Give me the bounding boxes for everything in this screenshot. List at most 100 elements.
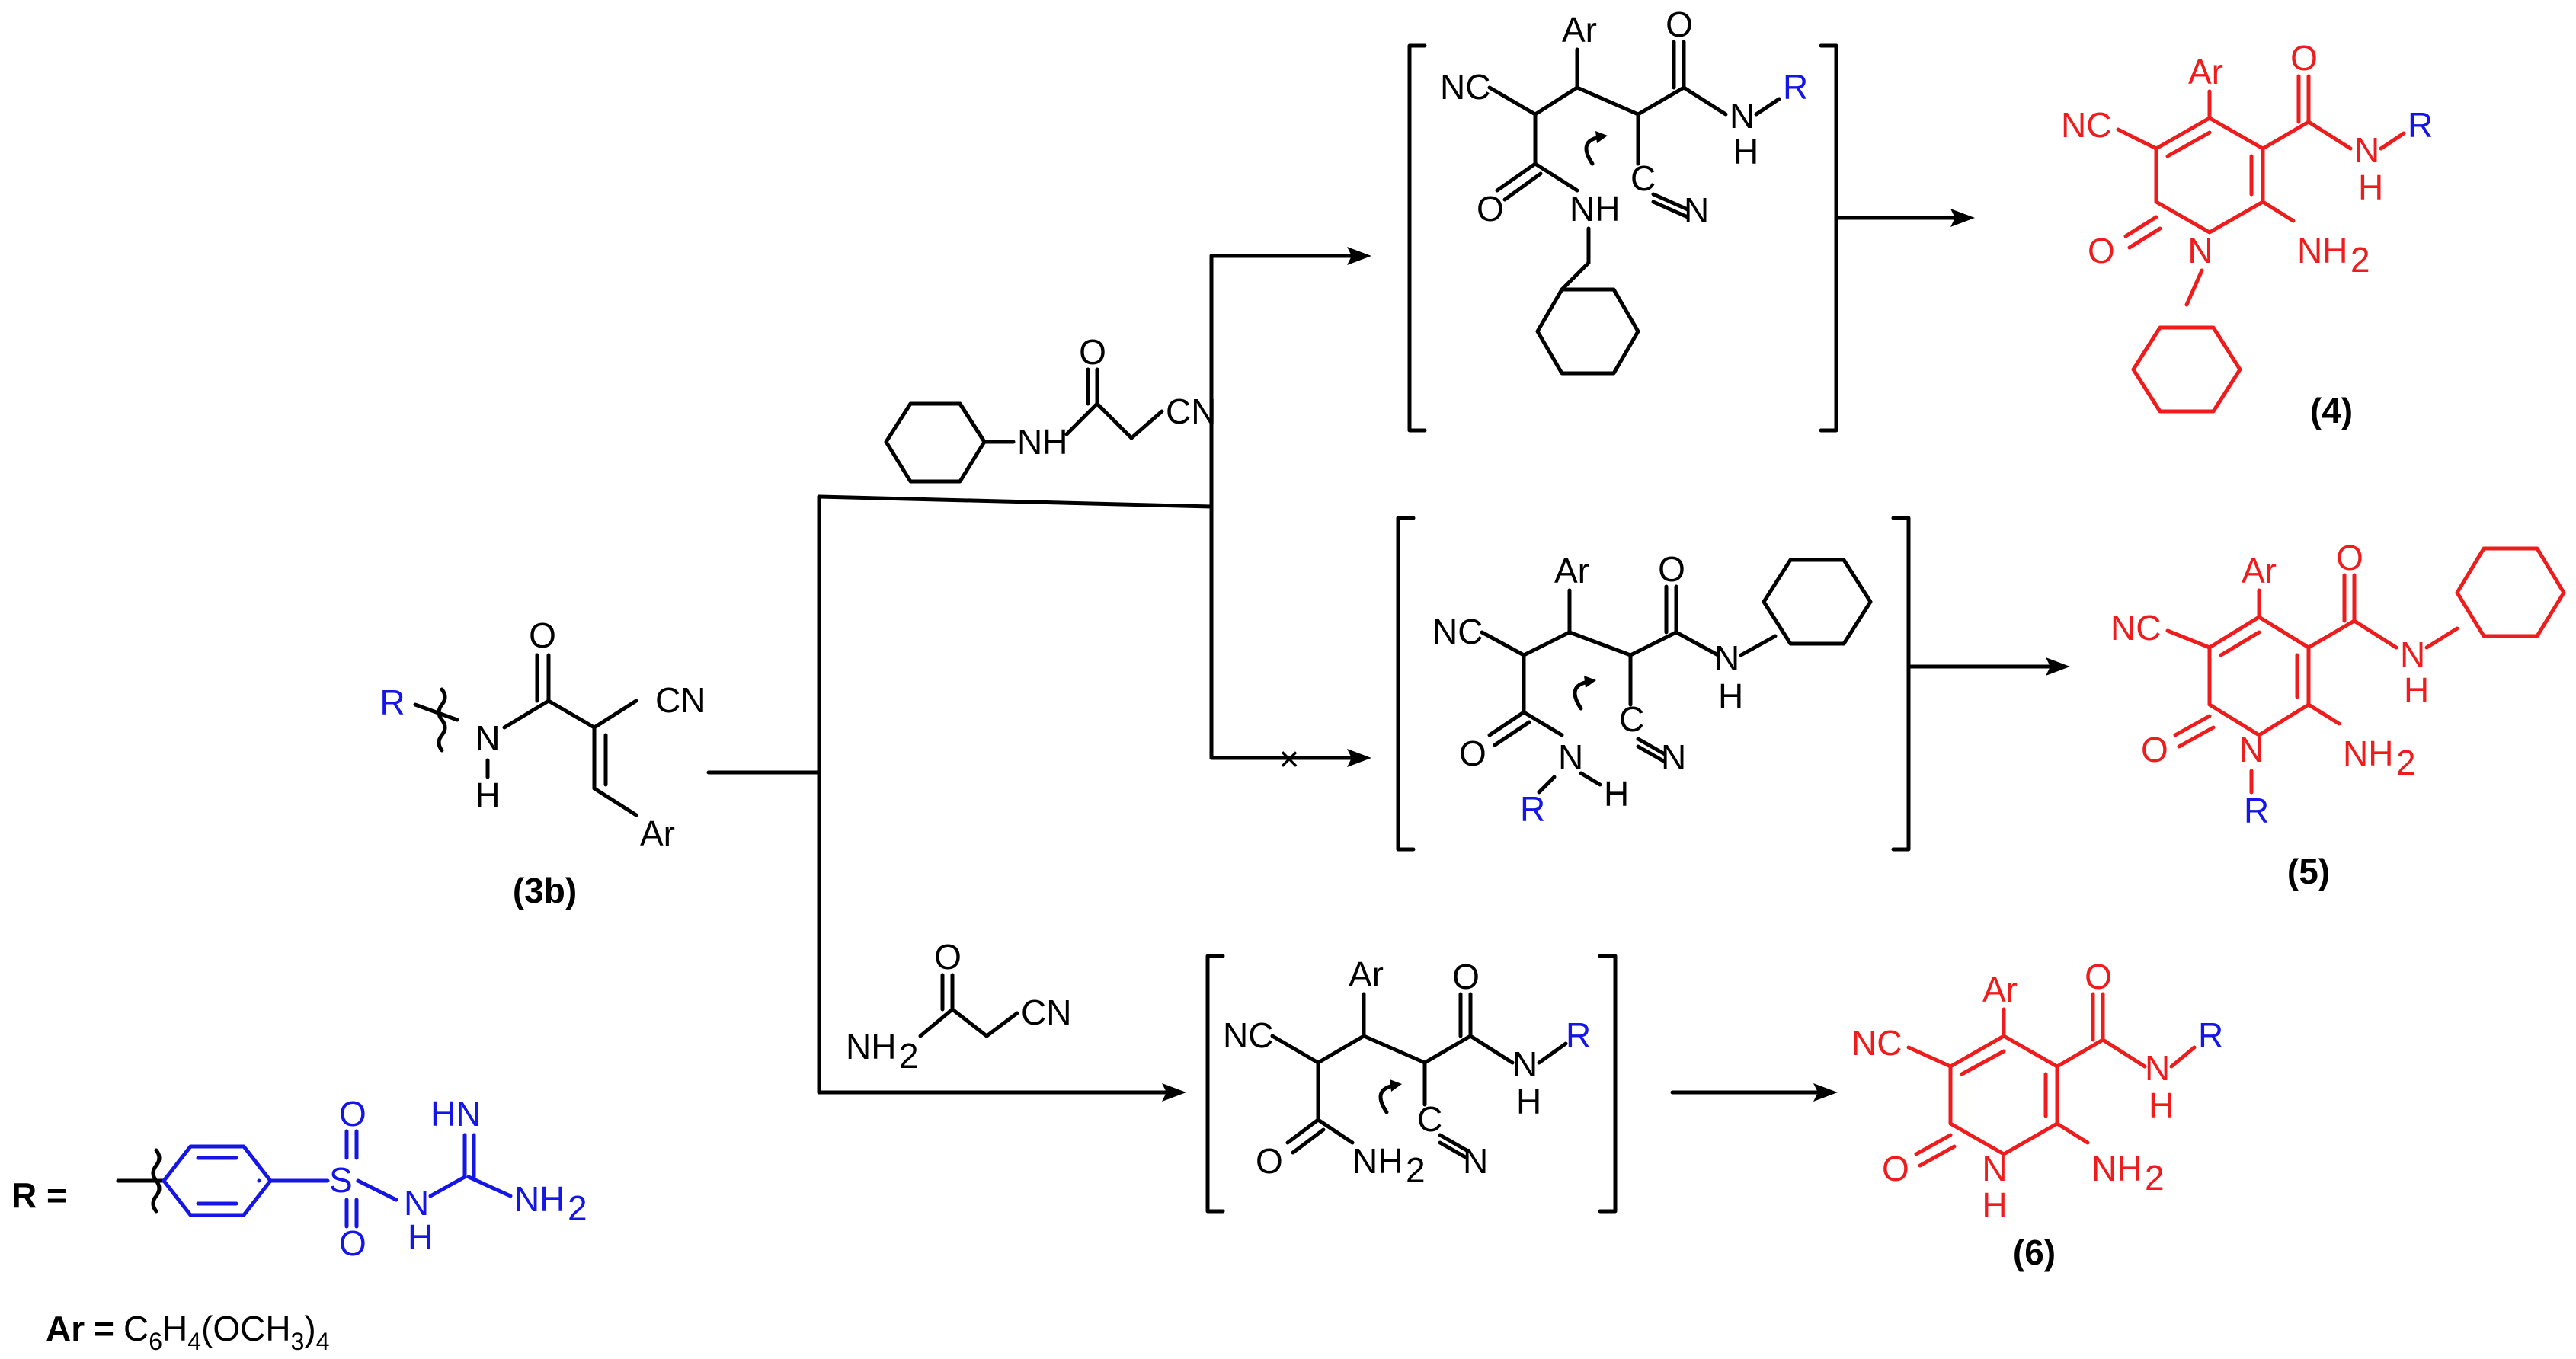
svg-text:Ar: Ar — [2188, 52, 2223, 91]
svg-text:O: O — [1666, 5, 1693, 44]
svg-text:N: N — [2400, 635, 2425, 674]
svg-text:O: O — [1477, 189, 1504, 229]
svg-text:N: N — [1684, 190, 1709, 230]
reagent-cyclohexyl-cyanoacetamide: NH O CN — [884, 332, 1216, 484]
product-6: Ar NC O N H R O N H NH 2 (6) — [1851, 957, 2223, 1272]
svg-text:NH: NH — [1352, 1141, 1403, 1181]
svg-text:N: N — [1558, 737, 1583, 777]
svg-text:NH: NH — [2297, 231, 2347, 270]
svg-text:O: O — [2141, 730, 2168, 769]
svg-text:Ar: Ar — [1982, 970, 2018, 1009]
svg-text:R: R — [2198, 1015, 2223, 1055]
svg-text:H: H — [1982, 1185, 2007, 1225]
svg-text:H: H — [2404, 670, 2429, 710]
svg-text:C: C — [1417, 1099, 1442, 1139]
svg-text:NC: NC — [1223, 1015, 1273, 1055]
svg-text:O: O — [2336, 538, 2363, 577]
svg-text:NH: NH — [2091, 1149, 2142, 1188]
svg-text:N: N — [1714, 638, 1739, 678]
intermediate-6: NC Ar O N H R C N O NH 2 — [1205, 954, 1618, 1214]
svg-text:O: O — [1882, 1149, 1909, 1188]
svg-text:R: R — [2408, 105, 2433, 145]
svg-text:N: N — [404, 1183, 429, 1223]
reagent-cyanoacetamide: NH 2 O CN — [846, 937, 1071, 1076]
svg-text:2: 2 — [2145, 1158, 2165, 1198]
svg-text:2: 2 — [2396, 743, 2416, 782]
svg-text:N: N — [1512, 1044, 1538, 1084]
svg-text:2: 2 — [1406, 1150, 1426, 1190]
svg-text:H: H — [1604, 774, 1629, 814]
r-group-definition: R = S O O N H HN NH 2 — [11, 1094, 587, 1263]
svg-text:NC: NC — [2061, 105, 2111, 145]
svg-text:CN: CN — [1166, 392, 1216, 431]
svg-text:Ar: Ar — [2242, 551, 2277, 590]
svg-text:N: N — [2354, 130, 2379, 170]
svg-text:O: O — [529, 616, 556, 655]
svg-text:O: O — [934, 937, 962, 977]
svg-text:Ar=C6H4(OCH3)4: Ar=C6H4(OCH3)4 — [46, 1309, 330, 1355]
svg-text:NH: NH — [2343, 734, 2393, 773]
pathway-arrows: × — [706, 209, 2070, 1102]
svg-text:2: 2 — [568, 1188, 587, 1228]
svg-text:R: R — [1783, 67, 1808, 107]
svg-text:Ar: Ar — [1349, 954, 1384, 994]
svg-text:O: O — [1079, 332, 1106, 372]
svg-text:NH: NH — [1570, 189, 1620, 229]
svg-text:R: R — [2244, 791, 2269, 830]
svg-text:2: 2 — [2350, 240, 2370, 280]
product-5: Ar NC O N H O N NH 2 R (5) — [2110, 538, 2566, 891]
svg-text:C: C — [1630, 158, 1656, 198]
svg-text:Ar: Ar — [640, 814, 675, 853]
svg-text:NH: NH — [846, 1027, 896, 1066]
svg-text:R: R — [379, 683, 405, 722]
svg-text:H: H — [2149, 1086, 2174, 1125]
intermediate-4: NC Ar O N H R C N O NH — [1407, 5, 1838, 433]
svg-text:O: O — [1452, 957, 1480, 996]
svg-text:CN: CN — [655, 680, 706, 720]
label-5: (5) — [2287, 852, 2330, 891]
svg-text:N: N — [2145, 1048, 2170, 1088]
svg-text:O: O — [2085, 957, 2112, 996]
svg-text:H: H — [475, 775, 500, 815]
svg-text:H: H — [1733, 132, 1758, 171]
svg-text:N: N — [2238, 730, 2264, 769]
svg-text:O: O — [339, 1223, 366, 1263]
svg-text:R: R — [1520, 789, 1545, 829]
svg-text:NC: NC — [1432, 612, 1483, 651]
svg-text:NH: NH — [514, 1179, 565, 1219]
svg-text:NC: NC — [1851, 1023, 1902, 1063]
svg-text:2: 2 — [899, 1036, 919, 1076]
blocked-marker: × — [1279, 739, 1300, 779]
label-3b: (3b) — [513, 871, 577, 910]
svg-text:N: N — [475, 718, 500, 758]
svg-text:Ar: Ar — [1554, 551, 1589, 590]
ar-definition: Ar=C6H4(OCH3)4 — [46, 1309, 330, 1355]
svg-text:H: H — [408, 1217, 433, 1257]
label-4: (4) — [2310, 391, 2353, 430]
svg-text:H: H — [1718, 676, 1743, 716]
svg-text:H: H — [1516, 1082, 1541, 1121]
svg-text:O: O — [1459, 734, 1486, 773]
svg-text:S: S — [329, 1160, 353, 1200]
svg-text:NH: NH — [1017, 422, 1067, 462]
svg-text:HN: HN — [430, 1094, 481, 1134]
compound-3b: R N H O CN Ar (3b) — [379, 616, 706, 910]
svg-text:C: C — [1619, 699, 1644, 739]
svg-text:R: R — [1566, 1015, 1591, 1055]
svg-text:O: O — [1658, 549, 1685, 589]
svg-text:CN: CN — [1021, 993, 1071, 1032]
svg-text:NC: NC — [2110, 608, 2161, 648]
label-6: (6) — [2013, 1233, 2056, 1272]
intermediate-5: NC Ar O N H C N O N H R — [1396, 516, 1911, 852]
svg-text:O: O — [1256, 1141, 1283, 1181]
svg-text:O: O — [2290, 38, 2318, 78]
svg-text:O: O — [2088, 231, 2115, 270]
svg-text:NC: NC — [1440, 67, 1490, 107]
svg-text:N: N — [2187, 231, 2213, 270]
svg-text:Ar: Ar — [1562, 10, 1597, 50]
svg-text:H: H — [2358, 168, 2383, 207]
r-def-label: R = — [11, 1175, 67, 1215]
svg-text:N: N — [1982, 1149, 2007, 1188]
svg-text:N: N — [1463, 1141, 1488, 1181]
